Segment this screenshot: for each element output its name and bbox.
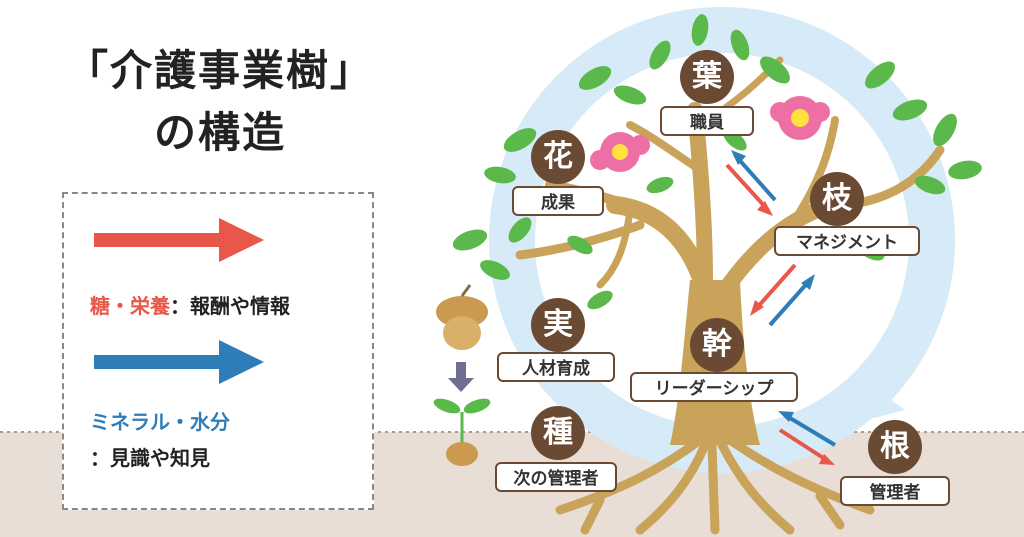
legend-sugar-row: 糖・栄養：報酬や情報 xyxy=(90,290,290,319)
flower-left xyxy=(590,132,650,172)
acorn xyxy=(436,284,488,350)
badge-leaf: 葉 xyxy=(680,50,734,104)
label-trunk: リーダーシップ xyxy=(630,372,798,402)
badge-flower: 花 xyxy=(531,130,585,184)
leaves xyxy=(452,14,982,310)
label-flower: 成果 xyxy=(512,186,604,216)
badge-trunk: 幹 xyxy=(690,318,744,372)
badge-fruit: 実 xyxy=(531,298,585,352)
label-fruit: 人材育成 xyxy=(497,352,615,382)
sugar-arrow-icon xyxy=(94,218,264,262)
page-title: 「介護事業樹」 の構造 xyxy=(40,40,400,164)
label-seed: 次の管理者 xyxy=(495,462,617,492)
legend-box: 糖・栄養：報酬や情報 ミネラル・水分 ：見識や知見 xyxy=(62,192,374,510)
label-leaf: 職員 xyxy=(660,106,754,136)
label-root: 管理者 xyxy=(840,476,950,506)
badge-root: 根 xyxy=(868,420,922,474)
legend-mineral-value: ：見識や知見 xyxy=(90,446,210,470)
sprout xyxy=(433,398,491,466)
flow-arrows xyxy=(725,150,837,465)
badge-branch: 枝 xyxy=(810,172,864,226)
title-line-2: の構造 xyxy=(153,108,286,157)
down-arrow xyxy=(448,362,474,392)
label-branch: マネジメント xyxy=(774,226,920,256)
legend-sugar-value: ：報酬や情報 xyxy=(170,294,290,318)
legend-mineral-label: ミネラル・水分 xyxy=(90,410,230,434)
mineral-arrow-icon xyxy=(94,340,264,384)
cycle-arrowhead xyxy=(846,376,905,425)
flower-right xyxy=(770,96,830,140)
title-line-1: 「介護事業樹」 xyxy=(65,46,374,95)
badge-seed: 種 xyxy=(531,406,585,460)
legend-sugar-label: 糖・栄養 xyxy=(90,294,170,318)
